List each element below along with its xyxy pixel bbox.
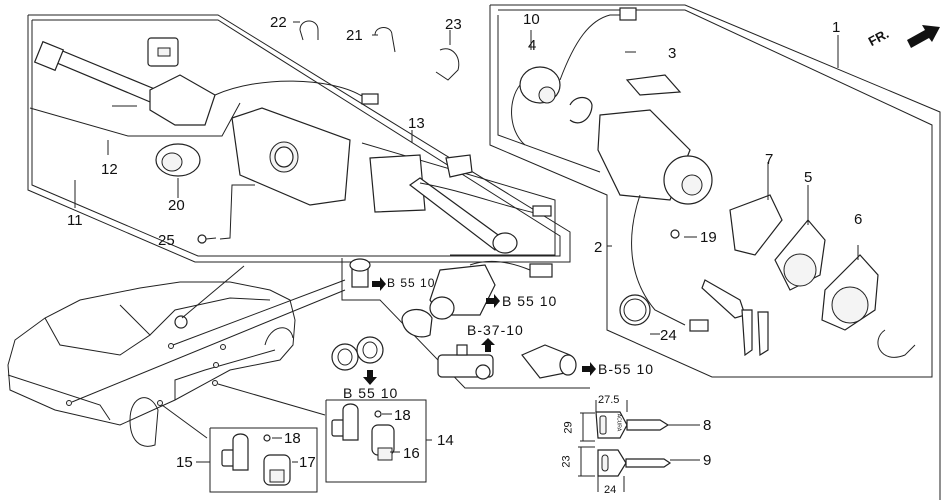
callout-13: 13 [408, 115, 425, 132]
light-switch-lever [33, 37, 379, 126]
callout-3: 3 [668, 45, 677, 62]
group-10-bracket [497, 15, 601, 173]
door-switch-15 [221, 433, 291, 486]
callout-22: 22 [270, 14, 287, 31]
callout-15: 15 [176, 454, 193, 471]
callout-16: 16 [403, 445, 420, 462]
ref-arrow-fuel [582, 362, 596, 376]
screw-25 [197, 184, 255, 244]
trunk-lock-cylinder [349, 258, 371, 288]
clamp-23 [435, 48, 460, 81]
callout-4: 4 [528, 37, 537, 54]
ref-arrow-glovebox [481, 338, 495, 352]
dim-master-key-width: 27.5 [598, 394, 620, 406]
callout-1: 1 [832, 19, 841, 36]
ref-grommet[interactable]: B 55 10 [343, 385, 399, 401]
callout-10: 10 [523, 11, 540, 28]
ignition-switch-frame [489, 4, 941, 500]
group-14-frame [325, 399, 427, 483]
door-lock-cylinder [429, 260, 553, 320]
wiper-switch [369, 154, 552, 254]
callout-8: 8 [703, 417, 712, 434]
dim-master-key-height: 29 [562, 421, 575, 434]
glove-box-lock [437, 344, 494, 380]
clamp-ring [877, 329, 916, 358]
group-15-frame [209, 427, 318, 493]
master-key [595, 411, 670, 439]
cylinder-gasket [401, 309, 433, 338]
callout-18-left: 18 [284, 430, 301, 447]
ref-trunk-cylinder[interactable]: B 55 10 [387, 276, 436, 290]
dim-valet-key-height: 23 [560, 455, 573, 468]
valet-key [597, 449, 672, 477]
clamp-21 [374, 27, 396, 53]
ref-arrow-grommet [363, 370, 377, 385]
combination-switch-body [231, 107, 351, 206]
callout-11: 11 [67, 212, 83, 229]
callout-5: 5 [804, 169, 813, 186]
callout-leaders [74, 21, 859, 463]
callout-20: 20 [168, 197, 185, 214]
callout-18-right: 18 [394, 407, 411, 424]
grommets [331, 336, 384, 371]
door-switch-14 [331, 403, 395, 461]
group-12-bracket [29, 102, 241, 137]
cable-reel [155, 143, 201, 177]
ref-arrow-door [486, 294, 500, 308]
combination-switch-frame [27, 14, 571, 263]
dim-valet-key-width: 24 [604, 484, 617, 496]
key-dimension-lines [578, 400, 700, 492]
callout-12: 12 [101, 161, 118, 178]
key-brand-label: ACURA [615, 413, 622, 432]
callout-19: 19 [700, 229, 717, 246]
fuel-lid-lock [521, 344, 577, 379]
ref-door-cylinder[interactable]: B 55 10 [502, 293, 558, 309]
callout-25: 25 [158, 232, 175, 249]
callout-14: 14 [437, 432, 454, 449]
callout-21: 21 [346, 27, 363, 44]
key-set [701, 279, 769, 357]
callout-6: 6 [854, 211, 863, 228]
cylinder-group-frame [341, 258, 590, 389]
ref-arrow-trunk [372, 277, 386, 291]
ref-fuel-lid[interactable]: B-55 10 [598, 361, 655, 377]
cover-7 [729, 194, 783, 256]
car-outline [7, 281, 296, 447]
clamp-22 [299, 20, 319, 41]
callout-2: 2 [594, 239, 603, 256]
ignition-switch-assembly [511, 7, 713, 332]
arrow-front-icon [907, 25, 940, 48]
callout-9: 9 [703, 452, 712, 469]
ref-glove-box[interactable]: B-37-10 [467, 322, 524, 338]
callout-17: 17 [299, 454, 316, 471]
callout-7: 7 [765, 151, 774, 168]
callout-23: 23 [445, 16, 462, 33]
callout-24: 24 [660, 327, 677, 344]
car-leader-lines [71, 265, 346, 439]
